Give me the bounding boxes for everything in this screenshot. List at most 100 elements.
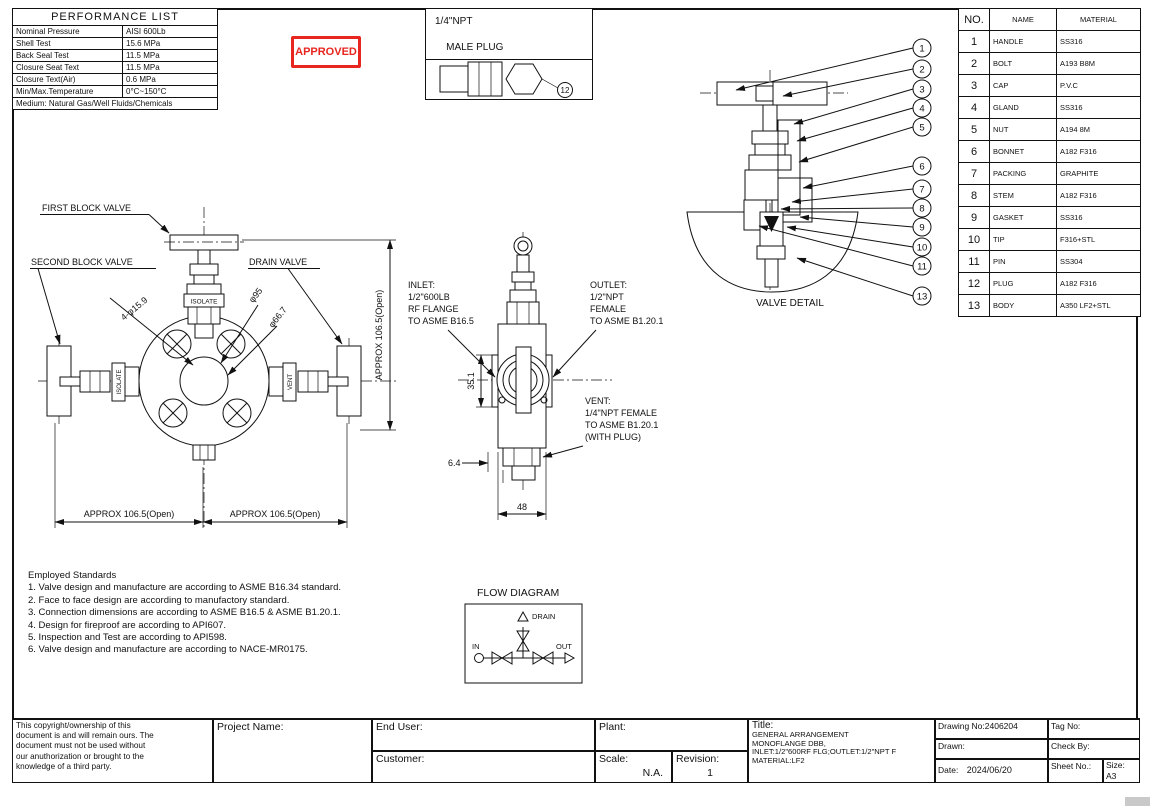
perf-label: Closure Seat Text	[12, 61, 123, 74]
standards-item: 5. Inspection and Test are according to …	[28, 632, 227, 644]
sheet-no-label: Sheet No.:	[1051, 761, 1092, 771]
svg-text:1/2"NPT: 1/2"NPT	[590, 292, 624, 302]
flow-drain-label: DRAIN	[532, 612, 555, 621]
end-user-cell: End User:	[372, 719, 595, 751]
valve-detail-label: VALVE DETAIL	[756, 298, 824, 309]
flow-diagram: FLOW DIAGRAM IN DRAIN OUT	[464, 587, 583, 684]
svg-text:OUTLET:: OUTLET:	[590, 280, 627, 290]
flow-diagram-title: FLOW DIAGRAM	[477, 587, 559, 599]
svg-text:1/2"600LB: 1/2"600LB	[408, 292, 450, 302]
callout-12: 12	[561, 86, 570, 95]
vent-tag-right: VENT	[288, 374, 294, 390]
drawing-title-line: MONOFLANGE DBB,	[752, 738, 826, 748]
flow-drain-arrow	[517, 610, 529, 622]
svg-text:TO ASME B1.20.1: TO ASME B1.20.1	[585, 420, 658, 430]
callout-7: 7	[919, 185, 924, 196]
date-label: Date:	[938, 765, 959, 775]
size-cell: Size: A3	[1103, 759, 1140, 783]
perf-value: 0.6 MPa	[122, 73, 218, 86]
scale-value: N.A.	[642, 767, 663, 779]
perf-value: AISI 600Lb	[122, 25, 218, 38]
revision-label: Revision:	[676, 753, 720, 765]
drawn-label: Drawn:	[938, 741, 965, 751]
callout-9: 9	[919, 223, 924, 234]
check-by-label: Check By:	[1051, 741, 1090, 751]
title-block: This copyright/ownership of this documen…	[12, 718, 1140, 783]
drawing-title-line: INLET:1/2"600RF FLG;OUTLET:1/2"NPT F	[752, 747, 897, 757]
customer-label: Customer:	[376, 753, 425, 765]
svg-text:VENT:: VENT:	[585, 396, 611, 406]
plug-box-divider	[426, 59, 592, 60]
plug-box-line2: MALE PLUG	[446, 42, 504, 53]
copyright-notice: This copyright/ownership of this documen…	[12, 719, 213, 783]
perf-value: 15.6 MPa	[122, 37, 218, 50]
isolate-tag-left: ISOLATE	[117, 370, 123, 395]
body-hatched-center	[179, 356, 229, 406]
callout-10: 10	[917, 243, 928, 254]
callout-circle-12	[557, 82, 573, 98]
callout-11: 11	[917, 262, 927, 273]
perf-value: 11.5 MPa	[122, 49, 218, 62]
callout-6: 6	[919, 162, 924, 173]
plant-cell: Plant:	[595, 719, 748, 751]
flow-valve-2	[532, 651, 554, 665]
callout-circles: 1 2 3 4 5 6 7 8 9 10 11 13	[912, 38, 932, 306]
drain-valve-label: DRAIN VALVE	[249, 257, 307, 267]
perf-value: 0°C~150°C	[122, 85, 218, 98]
standards-title: Employed Standards	[28, 570, 117, 581]
side-view-handle	[506, 236, 540, 325]
tip-section	[764, 216, 779, 232]
flow-drain-valve	[516, 630, 530, 652]
side-view-body	[491, 323, 553, 481]
scale-cell: Scale: N.A.	[595, 751, 672, 783]
second-block-valve-assembly: ISOLATE	[46, 345, 140, 417]
standards-item: 4. Design for fireproof are according to…	[28, 619, 227, 631]
inlet-label: INLET: 1/2"600LB RF FLANGE TO ASME B16.5	[408, 280, 474, 326]
customer-cell: Customer:	[372, 751, 595, 783]
title-label: Title:	[752, 720, 774, 731]
drawing-title-line: MATERIAL:LF2	[752, 755, 805, 765]
drawing-no-cell: Drawing No:2406204	[935, 719, 1048, 739]
approx-vertical-dim: APPROX 106.5(Open)	[374, 290, 384, 381]
svg-text:TO ASME B16.5: TO ASME B16.5	[408, 316, 474, 326]
flow-valve-1	[491, 651, 513, 665]
perf-label: Back Seal Test	[12, 49, 123, 62]
corner-artifact	[1125, 797, 1150, 806]
approved-stamp: APPROVED	[291, 36, 361, 68]
drain-valve-assembly: VENT	[268, 345, 362, 417]
callout-4: 4	[919, 104, 924, 115]
dim-35-1: 35.1	[466, 372, 476, 390]
flow-out-label: OUT	[556, 642, 572, 651]
side-view-drawing: 35.1 6.4 48 INLET: 1/2"600LB RF FLANGE T…	[408, 232, 663, 520]
tag-no-label: Tag No:	[1051, 721, 1081, 731]
check-by-cell: Check By:	[1048, 739, 1140, 759]
revision-cell: Revision: 1	[672, 751, 748, 783]
perf-label: Shell Test	[12, 37, 123, 50]
size-value: A3	[1106, 771, 1117, 781]
standards-item: 3. Connection dimensions are according t…	[28, 607, 341, 619]
parts-header-name: NAME	[989, 8, 1057, 31]
standards-item: 6. Valve design and manufacture are acco…	[28, 644, 308, 656]
standards-item: 2. Face to face design are according to …	[28, 594, 290, 606]
bottom-plug	[192, 444, 216, 461]
svg-text:TO ASME B1.20.1: TO ASME B1.20.1	[590, 316, 663, 326]
second-block-valve-label: SECOND BLOCK VALVE	[31, 257, 133, 267]
svg-text:(WITH PLUG): (WITH PLUG)	[585, 432, 641, 442]
date-value: 2024/06/20	[966, 765, 1012, 775]
perf-label: Min/Max.Temperature	[12, 85, 123, 98]
flow-in-label: IN	[472, 642, 480, 651]
plant-label: Plant:	[599, 721, 626, 733]
vent-label: VENT: 1/4"NPT FEMALE TO ASME B1.20.1 (WI…	[585, 396, 658, 442]
drawing-no: Drawing No:2406204	[938, 721, 1018, 731]
